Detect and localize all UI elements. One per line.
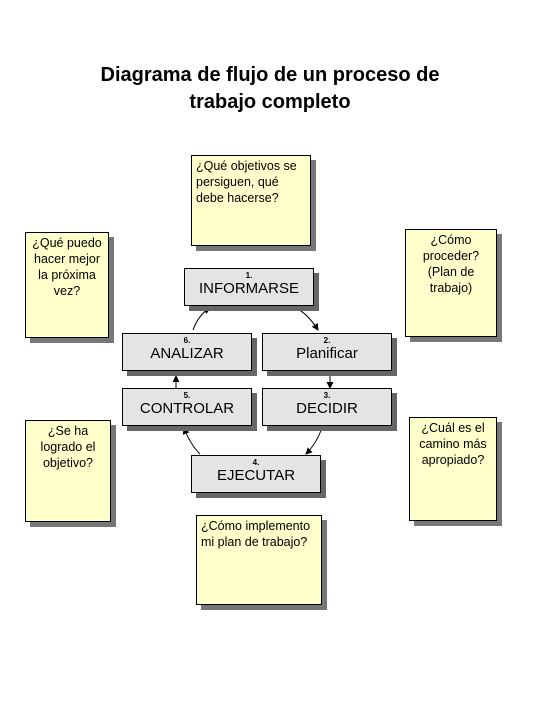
step-number: 2.	[323, 336, 331, 345]
question-note-controlar: ¿Se ha logrado el objetivo?	[25, 420, 111, 522]
step-decidir: 3. DECIDIR	[262, 388, 392, 426]
question-note-informarse: ¿Qué objetivos se persiguen, qué debe ha…	[191, 155, 311, 246]
question-note-analizar: ¿Qué puedo hacer mejor la próxima vez?	[25, 232, 109, 338]
note-line: ¿Qué objetivos se	[196, 159, 297, 173]
title-line-1: Diagrama de flujo de un proceso de	[100, 64, 440, 86]
note-line: la próxima	[38, 268, 96, 282]
title-line-2: trabajo completo	[189, 91, 351, 113]
note-line: persiguen, qué	[196, 175, 279, 189]
note-line: ¿Cómo implemento	[201, 519, 311, 533]
step-ejecutar: 4. EJECUTAR	[191, 455, 321, 493]
step-label: CONTROLAR	[139, 400, 235, 417]
question-note-planificar: ¿Cómo proceder? (Plan de trabajo)	[405, 229, 497, 337]
step-analizar: 6. ANALIZAR	[122, 333, 252, 371]
note-line: mi plan de trabajo?	[201, 535, 308, 549]
note-line: proceder?	[422, 249, 480, 263]
step-controlar: 5. CONTROLAR	[122, 388, 252, 426]
note-line: camino más	[419, 437, 487, 451]
step-number: 4.	[252, 458, 260, 467]
step-label: EJECUTAR	[216, 467, 296, 484]
step-planificar: 2. Planificar	[262, 333, 392, 371]
step-number: 1.	[245, 271, 253, 280]
step-label: Planificar	[296, 345, 358, 362]
note-line: ¿Cómo	[430, 233, 472, 247]
note-line: debe hacerse?	[196, 191, 279, 205]
arrow-analizar-to-informarse	[192, 307, 211, 331]
arrow-ejecutar-to-controlar	[182, 427, 201, 455]
step-number: 6.	[183, 336, 191, 345]
step-label: ANALIZAR	[150, 345, 224, 362]
arrow-informarse-to-planificar	[295, 307, 319, 331]
step-label: DECIDIR	[296, 400, 358, 417]
arrow-decidir-to-ejecutar	[305, 427, 323, 455]
note-line: trabajo)	[429, 281, 473, 295]
diagram-title: Diagrama de flujo de un proceso de traba…	[40, 62, 500, 116]
note-line: (Plan de	[427, 265, 475, 279]
note-line: objetivo?	[42, 456, 94, 470]
note-line: apropiado?	[421, 453, 485, 467]
note-line: ¿Qué puedo	[32, 236, 102, 250]
step-number: 5.	[183, 391, 191, 400]
note-line: vez?	[53, 284, 81, 298]
step-number: 3.	[323, 391, 331, 400]
step-informarse: 1. INFORMARSE	[184, 268, 314, 306]
note-line: ¿Se ha	[47, 424, 89, 438]
question-note-decidir: ¿Cuál es el camino más apropiado?	[409, 417, 497, 521]
note-line: logrado el	[40, 440, 96, 454]
question-note-ejecutar: ¿Cómo implemento mi plan de trabajo?	[196, 515, 322, 605]
note-line: ¿Cuál es el	[421, 421, 485, 435]
step-label: INFORMARSE	[198, 280, 299, 297]
note-line: hacer mejor	[34, 252, 100, 266]
